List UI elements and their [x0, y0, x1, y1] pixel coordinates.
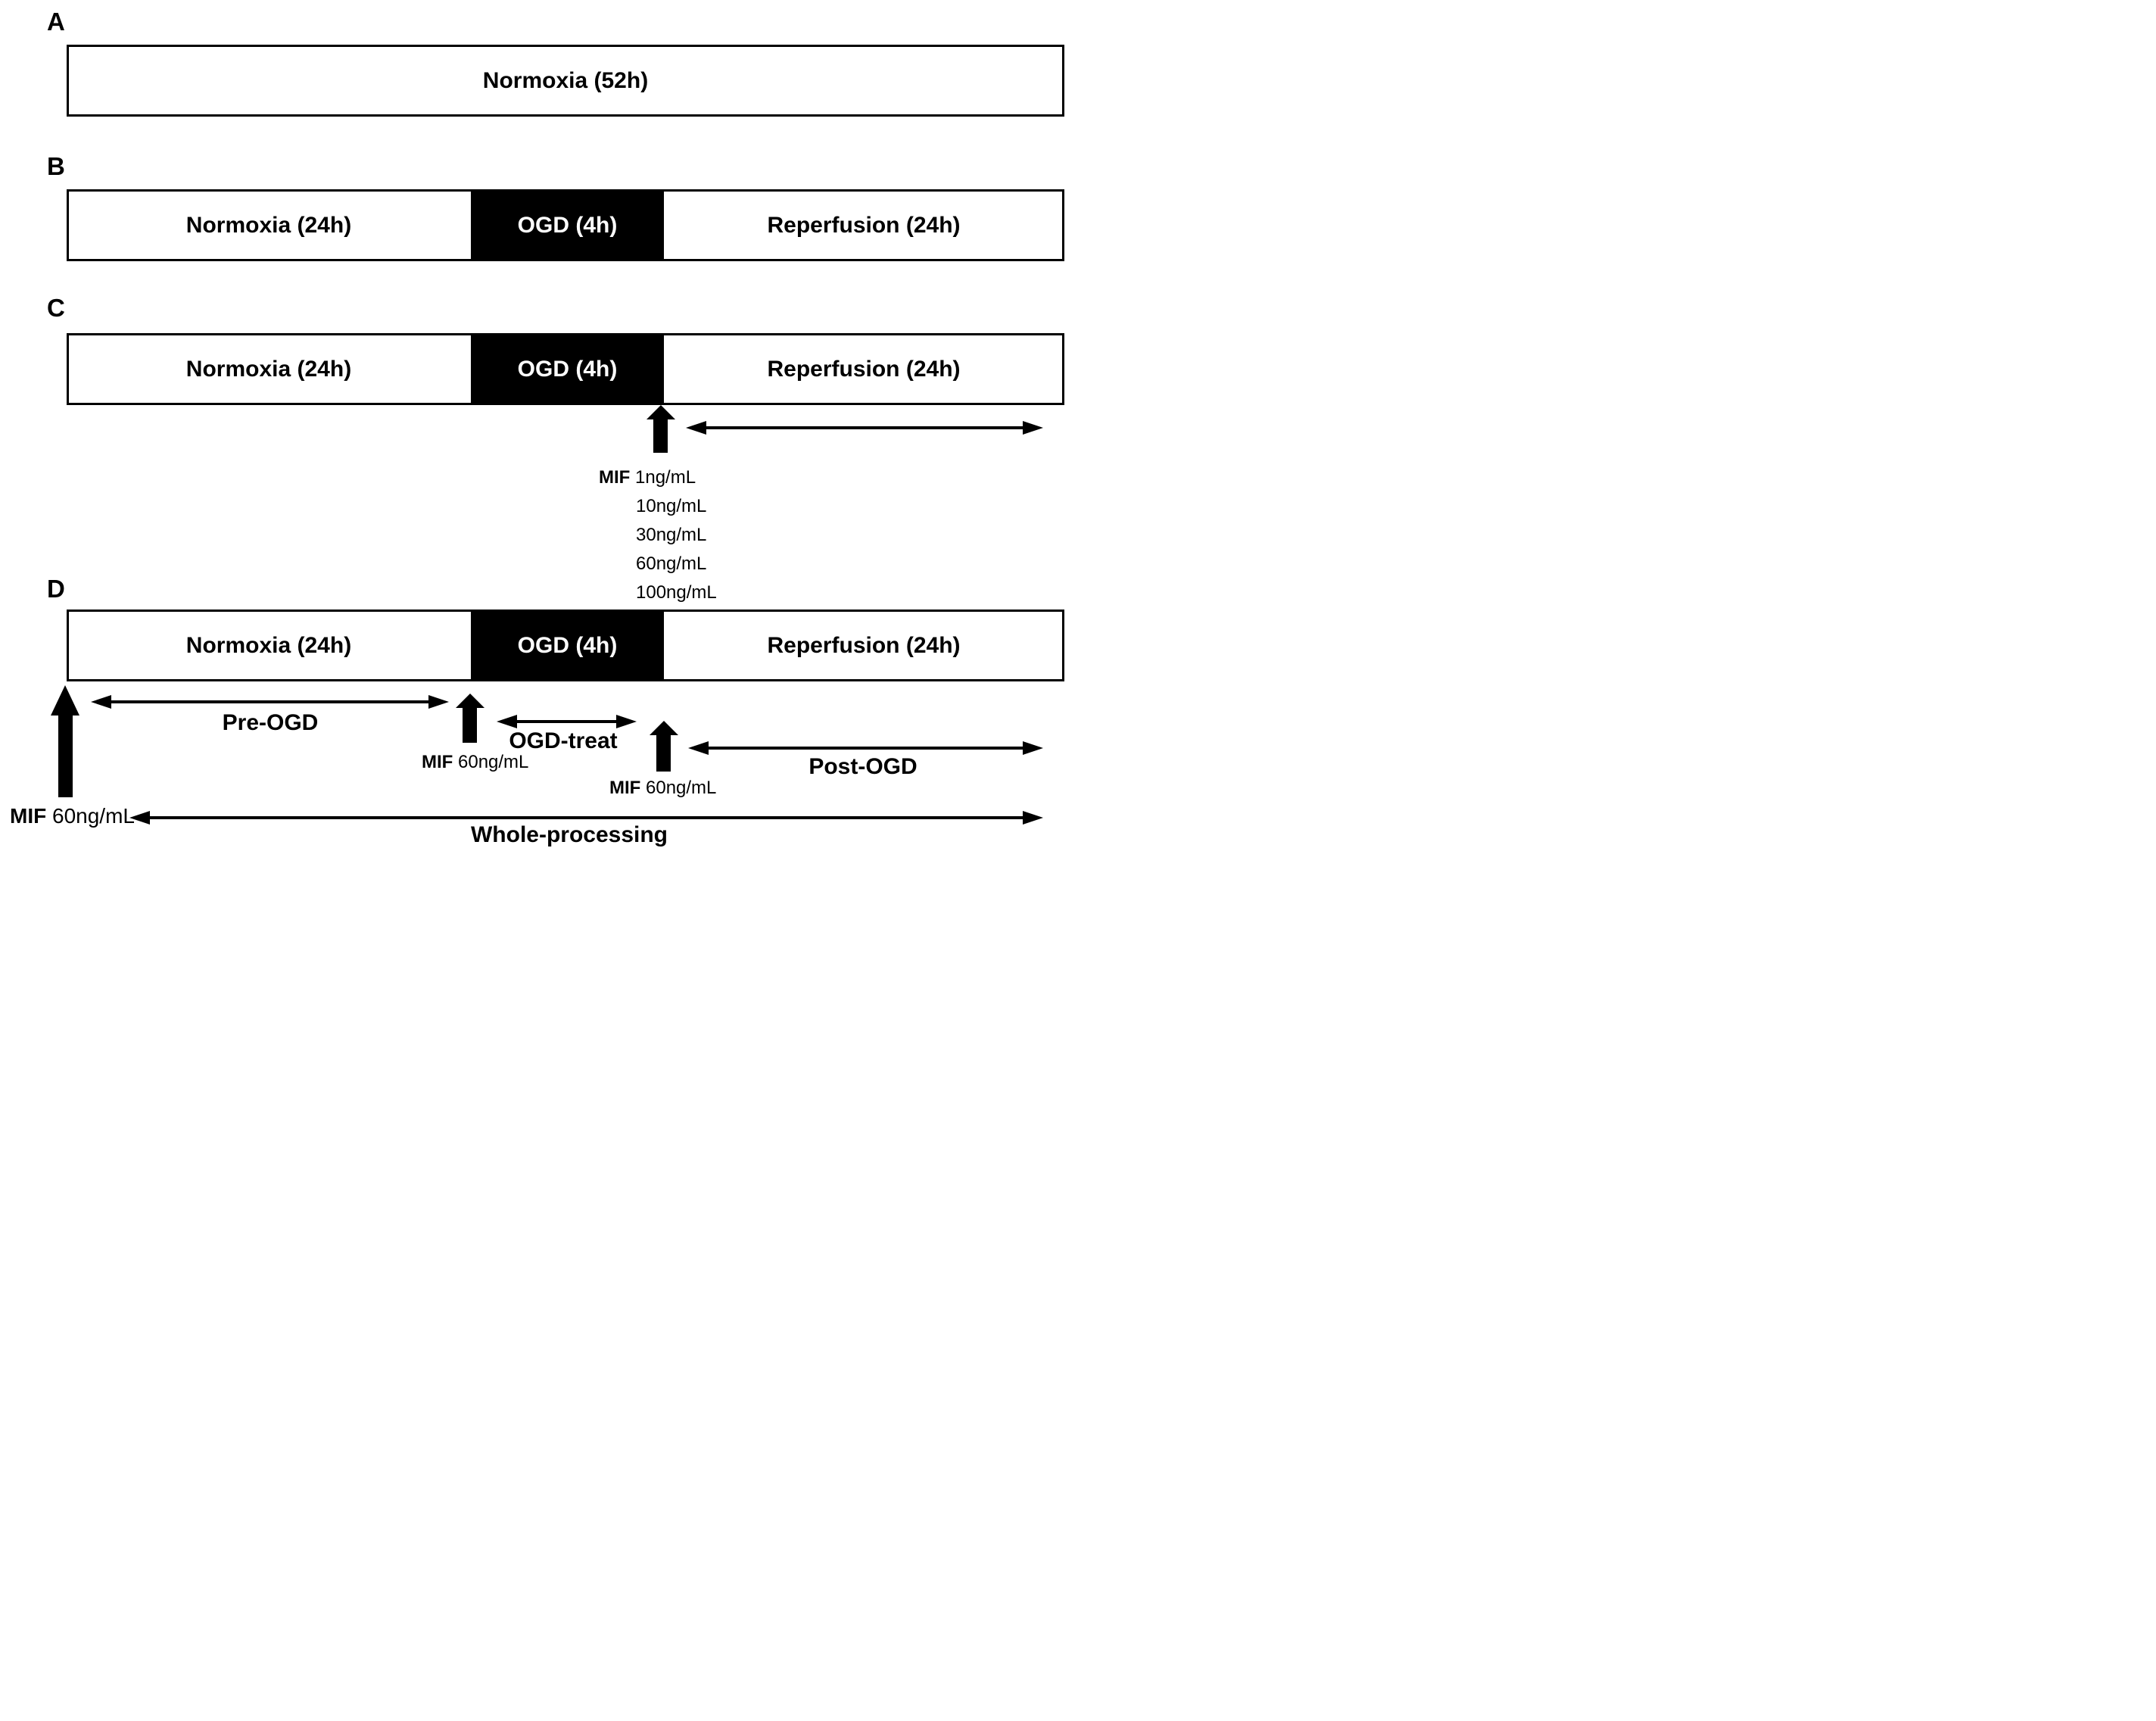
- phase-label-pre-ogd: Pre-OGD: [222, 710, 319, 735]
- arrow-line: [703, 426, 1027, 429]
- panel-label-a: A: [47, 8, 65, 36]
- timeline-bar-b: Normoxia (24h) OGD (4h) Reperfusion (24h…: [67, 189, 1064, 261]
- panel-label-b: B: [47, 152, 65, 180]
- mif-injection-arrow-whole-icon: [51, 685, 79, 797]
- ogd-treat-window-arrow-icon: [497, 715, 637, 728]
- arrow-line: [705, 747, 1027, 750]
- timeline-bar-d: Normoxia (24h) OGD (4h) Reperfusion (24h…: [67, 610, 1064, 681]
- mif-dose-label-ogd-end: MIF 60ng/mL: [609, 778, 716, 799]
- panel-label-d: D: [47, 575, 65, 603]
- timeline-bar-c: Normoxia (24h) OGD (4h) Reperfusion (24h…: [67, 333, 1064, 405]
- mif-dose-label-whole-start: MIF 60ng/mL: [10, 804, 135, 828]
- mif-injection-arrow-ogd-end-icon: [649, 721, 678, 772]
- whole-processing-window-arrow-icon: [129, 811, 1043, 825]
- arrowhead-left: [688, 741, 709, 755]
- phase-label-post-ogd: Post-OGD: [808, 754, 918, 779]
- pre-ogd-window-arrow-icon: [91, 695, 449, 709]
- segment-ogd-label: OGD (4h): [517, 632, 618, 658]
- reperfusion-window-arrow-icon: [686, 421, 1043, 435]
- mif-prefix: MIF: [422, 752, 453, 772]
- mif-dose-list: MIF 1ng/mL 10ng/mL 30ng/mL 60ng/mL 100ng…: [599, 463, 717, 607]
- arrow-head: [51, 685, 79, 716]
- arrow-shaft: [58, 716, 73, 797]
- segment-ogd-label: OGD (4h): [517, 212, 618, 238]
- arrowhead-left: [497, 715, 517, 728]
- dose-value: 60ng/mL: [52, 804, 135, 828]
- dose-item: 100ng/mL: [636, 582, 717, 603]
- segment-reperfusion: Reperfusion (24h): [767, 212, 961, 238]
- mif-prefix: MIF: [599, 467, 631, 488]
- arrowhead-left: [129, 811, 150, 825]
- segment-normoxia: Normoxia (24h): [185, 356, 352, 382]
- segment-ogd: OGD (4h): [471, 610, 664, 681]
- mif-injection-arrow-ogd-start-icon: [455, 694, 484, 743]
- dose-value: 60ng/mL: [646, 778, 717, 798]
- arrow-shaft: [653, 419, 668, 453]
- arrow-shaft: [463, 708, 477, 743]
- mif-prefix: MIF: [609, 778, 641, 798]
- mif-injection-arrow-icon: [646, 405, 675, 453]
- segment-reperfusion: Reperfusion (24h): [767, 356, 961, 382]
- ogd-protocol-figure: A Normoxia (52h) B Normoxia (24h) OGD (4…: [0, 0, 1078, 860]
- arrowhead-right: [428, 695, 449, 709]
- dose-value: 1ng/mL: [635, 467, 696, 488]
- arrowhead-left: [91, 695, 111, 709]
- arrow-line: [107, 700, 432, 703]
- arrow-shaft: [656, 735, 671, 772]
- dose-item: 10ng/mL: [636, 496, 707, 516]
- segment-normoxia: Normoxia (24h): [185, 212, 352, 238]
- arrowhead-left: [686, 421, 706, 435]
- phase-label-whole-processing: Whole-processing: [470, 822, 668, 847]
- segment-normoxia: Normoxia (24h): [185, 632, 352, 658]
- dose-value: 60ng/mL: [458, 752, 529, 772]
- phase-label-ogd-treat: OGD-treat: [509, 728, 618, 753]
- dose-item: MIF 1ng/mL: [599, 463, 717, 492]
- panel-label-c: C: [47, 294, 65, 322]
- post-ogd-window-arrow-icon: [688, 741, 1043, 755]
- segment-ogd: OGD (4h): [471, 189, 664, 261]
- arrow-head: [646, 405, 675, 419]
- mif-prefix: MIF: [10, 804, 47, 828]
- segment-normoxia-52h: Normoxia (52h): [482, 67, 649, 93]
- mif-dose-label-ogd-start: MIF 60ng/mL: [422, 752, 528, 773]
- segment-ogd: OGD (4h): [471, 333, 664, 405]
- dose-item: 60ng/mL: [636, 553, 707, 574]
- arrowhead-right: [1023, 741, 1043, 755]
- timeline-bar-a: Normoxia (52h): [67, 45, 1064, 117]
- arrowhead-right: [1023, 421, 1043, 435]
- segment-ogd-label: OGD (4h): [517, 356, 618, 382]
- arrow-head: [455, 694, 484, 708]
- arrow-head: [649, 721, 678, 735]
- arrowhead-right: [616, 715, 637, 728]
- arrowhead-right: [1023, 811, 1043, 825]
- arrow-line: [146, 816, 1027, 819]
- segment-reperfusion: Reperfusion (24h): [767, 632, 961, 658]
- arrow-line: [513, 720, 620, 723]
- dose-item: 30ng/mL: [636, 525, 707, 545]
